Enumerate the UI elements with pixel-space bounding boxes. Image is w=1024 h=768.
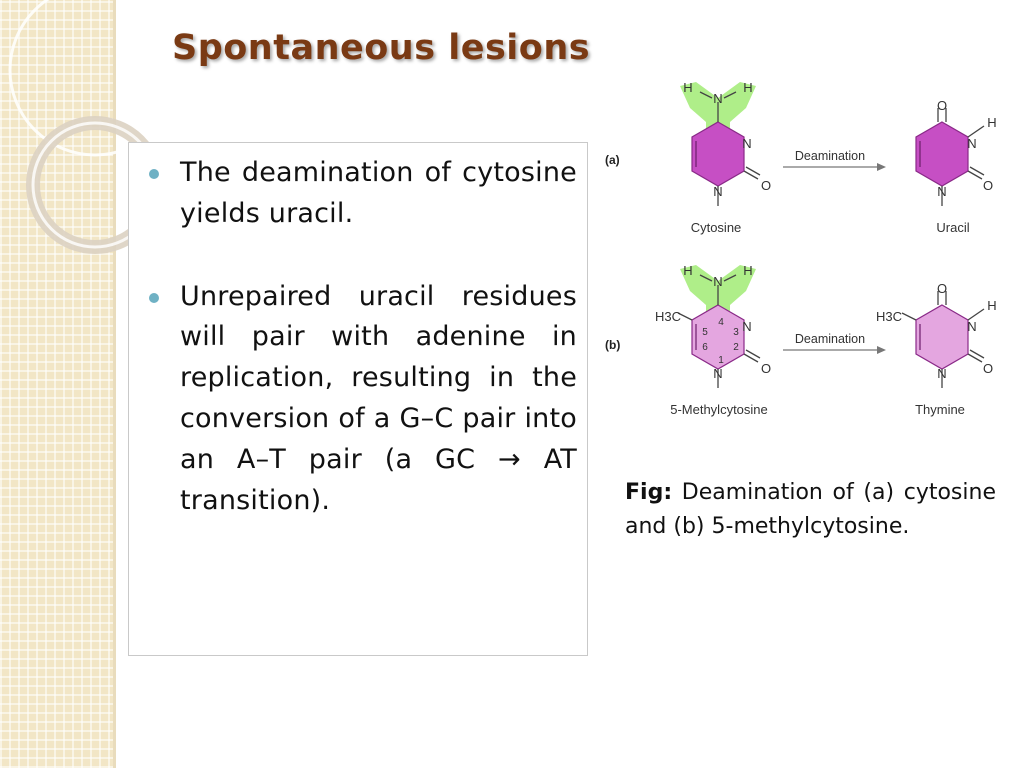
- svg-text:4: 4: [718, 317, 724, 328]
- methylcytosine-label: 5-Methylcytosine: [670, 402, 768, 417]
- thymine-label: Thymine: [915, 402, 965, 417]
- svg-text:2: 2: [733, 342, 739, 353]
- cytosine-ring: [692, 122, 744, 186]
- thymine-methyl-label: H3C: [876, 309, 902, 324]
- svg-text:H: H: [683, 263, 692, 278]
- caption-label: Fig:: [625, 480, 673, 505]
- svg-text:N: N: [713, 366, 722, 381]
- bullet-dot-icon: [149, 169, 159, 179]
- deamination-figure: (a) H H N N N O Cytosine Deamination O H…: [605, 80, 997, 417]
- panel-a-label: (a): [605, 153, 620, 167]
- svg-text:N: N: [967, 319, 976, 334]
- svg-text:O: O: [937, 281, 947, 296]
- bullet-text: Unrepaired uracil residues will pair wit…: [180, 280, 577, 516]
- svg-text:H: H: [683, 80, 692, 95]
- svg-text:H: H: [987, 298, 996, 313]
- svg-text:H: H: [987, 115, 996, 130]
- strip-edge-line: [113, 0, 116, 768]
- panel-b-arrow-label: Deamination: [795, 332, 865, 346]
- svg-text:N: N: [713, 184, 722, 199]
- cytosine-label: Cytosine: [691, 220, 742, 235]
- svg-text:N: N: [937, 366, 946, 381]
- bullet-item: The deamination of cytosine yields uraci…: [129, 153, 587, 235]
- uracil-ring: [916, 122, 968, 186]
- svg-text:N: N: [713, 91, 722, 106]
- slide-title: Spontaneous lesions: [172, 28, 591, 68]
- svg-text:1: 1: [718, 355, 724, 366]
- bullet-item: Unrepaired uracil residues will pair wit…: [129, 277, 587, 522]
- bullet-text: The deamination of cytosine yields uraci…: [180, 157, 577, 229]
- svg-text:N: N: [742, 136, 751, 151]
- svg-text:3: 3: [733, 327, 739, 338]
- svg-text:O: O: [937, 98, 947, 113]
- methylcytosine-ring: [692, 305, 744, 369]
- panel-a-arrow-label: Deamination: [795, 149, 865, 163]
- svg-text:H: H: [743, 80, 752, 95]
- figure-caption: Fig: Deamination of (a) cytosine and (b)…: [625, 476, 996, 544]
- thymine-ring: [916, 305, 968, 369]
- svg-text:O: O: [761, 361, 771, 376]
- svg-text:O: O: [761, 178, 771, 193]
- svg-text:N: N: [967, 136, 976, 151]
- svg-text:H: H: [743, 263, 752, 278]
- svg-text:O: O: [983, 178, 993, 193]
- bullet-text-box: The deamination of cytosine yields uraci…: [128, 142, 588, 656]
- uracil-label: Uracil: [936, 220, 969, 235]
- svg-text:O: O: [983, 361, 993, 376]
- svg-text:6: 6: [702, 342, 708, 353]
- svg-text:N: N: [713, 274, 722, 289]
- methyl-group-label: H3C: [655, 309, 681, 324]
- bullet-dot-icon: [149, 292, 159, 303]
- svg-text:5: 5: [702, 327, 708, 338]
- svg-text:N: N: [742, 319, 751, 334]
- panel-b-label: (b): [605, 338, 620, 352]
- caption-text: Deamination of (a) cytosine and (b) 5-me…: [625, 480, 996, 539]
- bullet-list: The deamination of cytosine yields uraci…: [129, 153, 587, 563]
- svg-text:N: N: [937, 184, 946, 199]
